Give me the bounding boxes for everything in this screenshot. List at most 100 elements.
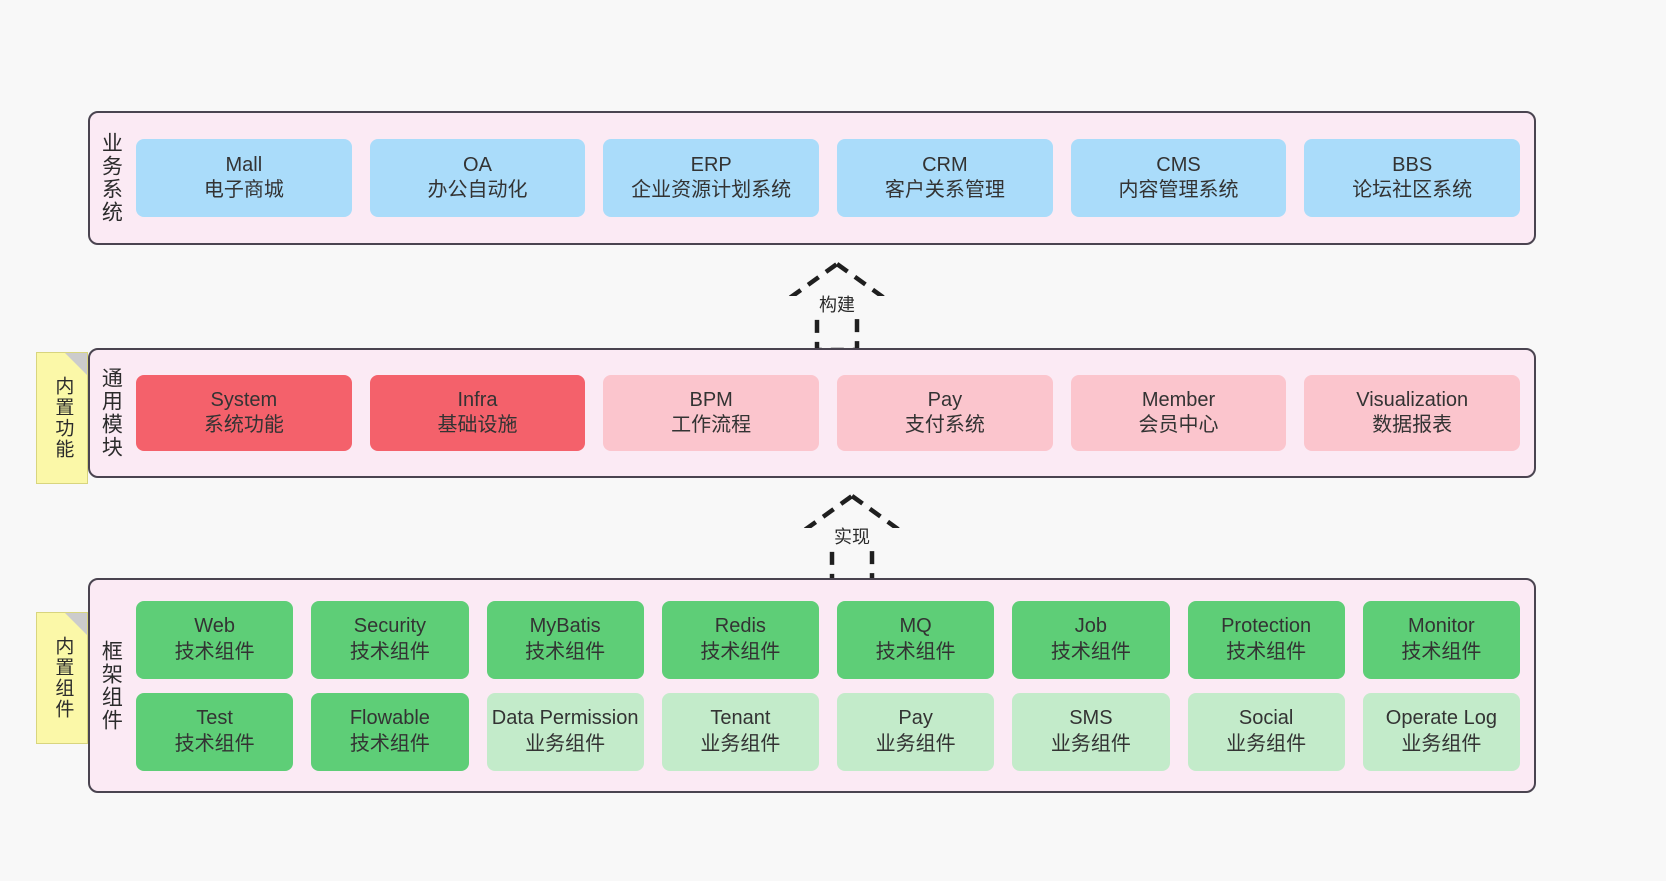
card-system[interactable]: System 系统功能	[136, 375, 352, 451]
layer-body-framework-components: Web 技术组件 Security 技术组件 MyBatis 技术组件 Redi…	[130, 580, 1534, 791]
card-subtitle: 技术组件	[1401, 640, 1482, 663]
card-subtitle: 系统功能	[203, 414, 284, 436]
note-builtin-features: 内置功能	[36, 352, 88, 484]
card-subtitle: 技术组件	[174, 640, 255, 663]
card-title: MyBatis	[529, 615, 601, 638]
layer-body-business-systems: Mall 电子商城 OA 办公自动化 ERP 企业资源计划系统 CRM 客户关系…	[130, 113, 1534, 243]
note-builtin-components: 内置组件	[36, 612, 88, 744]
card-test[interactable]: Test 技术组件	[136, 692, 294, 771]
card-title: ERP	[690, 153, 732, 176]
card-subtitle: 技术组件	[700, 640, 781, 663]
card-data-permission[interactable]: Data Permission 业务组件	[486, 692, 644, 771]
card-operate-log[interactable]: Operate Log 业务组件	[1362, 692, 1520, 771]
layer-title-common-modules: 通用模块	[99, 367, 123, 459]
card-subtitle: 业务组件	[875, 732, 956, 755]
layer-title-business-systems: 业务系统	[99, 132, 123, 224]
card-subtitle: 支付系统	[904, 414, 985, 436]
card-title: Infra	[457, 388, 498, 411]
card-cms[interactable]: CMS 内容管理系统	[1070, 139, 1287, 217]
card-row: System 系统功能 Infra 基础设施 BPM 工作流程 Pay 支付系统…	[136, 375, 1521, 451]
card-infra[interactable]: Infra 基础设施	[369, 375, 586, 451]
card-title: Test	[196, 707, 233, 730]
card-subtitle: 技术组件	[875, 640, 956, 663]
card-subtitle: 工作流程	[671, 414, 752, 436]
card-oa[interactable]: OA 办公自动化	[369, 139, 586, 217]
card-title: Member	[1141, 388, 1216, 411]
card-subtitle: 业务组件	[1401, 732, 1482, 755]
card-title: Mall	[225, 153, 263, 176]
card-bbs[interactable]: BBS 论坛社区系统	[1304, 139, 1521, 217]
card-mybatis[interactable]: MyBatis 技术组件	[486, 600, 644, 679]
card-redis[interactable]: Redis 技术组件	[661, 600, 819, 679]
card-title: Security	[353, 615, 426, 638]
card-title: Visualization	[1356, 388, 1469, 411]
card-protection[interactable]: Protection 技术组件	[1187, 600, 1345, 679]
layer-body-common-modules: System 系统功能 Infra 基础设施 BPM 工作流程 Pay 支付系统…	[130, 350, 1534, 476]
connector-build-arrow	[766, 261, 908, 353]
note-label: 内置组件	[52, 636, 74, 720]
card-subtitle: 企业资源计划系统	[631, 179, 792, 201]
card-title: OA	[463, 153, 492, 176]
card-title: Protection	[1221, 615, 1312, 638]
card-row: Web 技术组件 Security 技术组件 MyBatis 技术组件 Redi…	[136, 600, 1520, 679]
card-subtitle: 业务组件	[1226, 732, 1307, 755]
card-social[interactable]: Social 业务组件	[1187, 692, 1345, 771]
card-subtitle: 论坛社区系统	[1352, 179, 1473, 201]
card-sms[interactable]: SMS 业务组件	[1012, 692, 1170, 771]
card-web[interactable]: Web 技术组件	[136, 600, 294, 679]
card-crm[interactable]: CRM 客户关系管理	[837, 139, 1053, 217]
connector-build: 构建	[757, 258, 917, 354]
layer-common-modules: 通用模块 System 系统功能 Infra 基础设施 BPM 工作流程 Pay…	[88, 348, 1536, 478]
connector-implement: 实现	[772, 490, 932, 586]
card-row: Test 技术组件 Flowable 技术组件 Data Permission …	[136, 692, 1520, 771]
card-job[interactable]: Job 技术组件	[1012, 600, 1170, 679]
card-subtitle: 技术组件	[1226, 640, 1307, 663]
card-subtitle: 业务组件	[525, 732, 606, 755]
card-subtitle: 业务组件	[1050, 732, 1131, 755]
card-subtitle: 技术组件	[174, 732, 255, 755]
card-security[interactable]: Security 技术组件	[311, 600, 469, 679]
card-subtitle: 内容管理系统	[1118, 179, 1239, 201]
card-member[interactable]: Member 会员中心	[1070, 375, 1287, 451]
card-subtitle: 电子商城	[203, 179, 284, 201]
card-row: Mall 电子商城 OA 办公自动化 ERP 企业资源计划系统 CRM 客户关系…	[136, 139, 1521, 217]
layer-framework-components: 框架组件 Web 技术组件 Security 技术组件 MyBatis 技术组件…	[88, 578, 1536, 793]
layer-business-systems: 业务系统 Mall 电子商城 OA 办公自动化 ERP 企业资源计划系统 CRM…	[88, 111, 1536, 245]
note-fold-icon	[65, 613, 87, 635]
card-monitor[interactable]: Monitor 技术组件	[1362, 600, 1520, 679]
card-title: SMS	[1069, 707, 1113, 730]
card-title: Web	[194, 615, 235, 638]
card-subtitle: 数据报表	[1372, 414, 1453, 436]
card-subtitle: 办公自动化	[427, 179, 528, 201]
card-title: Pay	[898, 707, 933, 730]
note-fold-icon	[65, 353, 87, 375]
card-title: MQ	[899, 615, 932, 638]
card-title: Social	[1238, 707, 1294, 730]
card-visualization[interactable]: Visualization 数据报表	[1304, 375, 1521, 451]
card-title: Operate Log	[1385, 707, 1497, 730]
card-title: Pay	[927, 388, 963, 411]
card-mall[interactable]: Mall 电子商城	[136, 139, 352, 217]
card-subtitle: 业务组件	[700, 732, 781, 755]
card-title: BPM	[689, 388, 733, 411]
card-subtitle: 技术组件	[349, 732, 430, 755]
connector-implement-arrow	[781, 493, 923, 585]
note-label: 内置功能	[52, 376, 74, 460]
card-title: Tenant	[710, 707, 771, 730]
card-title: Flowable	[349, 707, 430, 730]
card-title: Monitor	[1408, 615, 1475, 638]
card-subtitle: 会员中心	[1138, 414, 1219, 436]
card-bpm[interactable]: BPM 工作流程	[603, 375, 820, 451]
card-tenant[interactable]: Tenant 业务组件	[661, 692, 819, 771]
card-pay[interactable]: Pay 支付系统	[837, 375, 1053, 451]
card-title: Job	[1074, 615, 1107, 638]
card-title: Redis	[714, 615, 766, 638]
card-mq[interactable]: MQ 技术组件	[837, 600, 995, 679]
card-title: CMS	[1156, 153, 1201, 176]
card-flowable[interactable]: Flowable 技术组件	[311, 692, 469, 771]
card-pay-business[interactable]: Pay 业务组件	[837, 692, 995, 771]
card-erp[interactable]: ERP 企业资源计划系统	[603, 139, 820, 217]
card-title: CRM	[922, 153, 968, 176]
card-title: System	[210, 388, 278, 411]
